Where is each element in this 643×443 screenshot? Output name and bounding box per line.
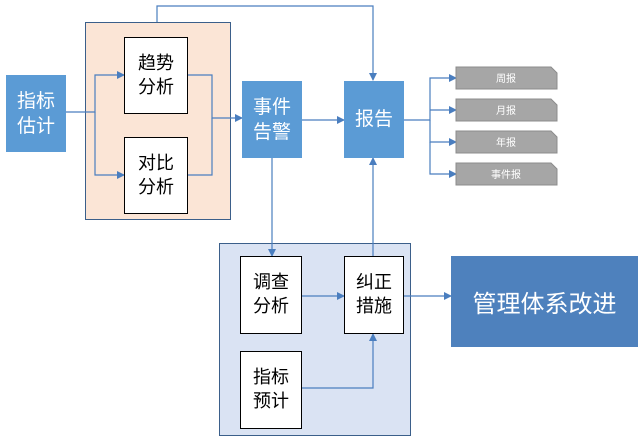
arrow-top-to-report (156, 5, 377, 81)
arrow-estimate-to-compare (94, 112, 125, 179)
arrow-report-to-event-report (429, 142, 457, 178)
node-management-improvement: 管理体系改进 (451, 256, 638, 347)
tag-monthly-label: 月报 (496, 104, 516, 117)
node-report: 报告 (344, 81, 404, 158)
arrow-report-to-yearly (429, 120, 457, 146)
arrow-compare-to-alarm (188, 118, 213, 176)
tag-weekly (455, 66, 558, 90)
node-investigate-analysis: 调查 分析 (240, 256, 302, 334)
tag-monthly (455, 98, 558, 122)
node-trend-analysis: 趋势 分析 (124, 37, 188, 114)
tag-yearly (455, 130, 558, 154)
arrow-report-to-types (404, 74, 457, 121)
node-corrective-measures: 纠正 措施 (344, 256, 404, 334)
node-compare-analysis: 对比 分析 (124, 137, 188, 214)
tag-weekly-label: 周报 (496, 72, 516, 85)
tag-event-report (455, 162, 558, 186)
tag-event-report-label: 事件报 (491, 168, 521, 181)
report-type-tags: 周报 月报 年报 事件报 (455, 66, 558, 186)
arrow-estimate-to-trend (85, 71, 125, 113)
arrow-forecast-to-measures (302, 333, 377, 389)
node-indicator-estimate: 指标 估计 (6, 75, 66, 152)
arrow-trend-to-alarm (188, 74, 243, 122)
node-indicator-forecast: 指标 预计 (240, 351, 302, 429)
tag-yearly-label: 年报 (496, 136, 516, 149)
node-event-alarm: 事件 告警 (242, 81, 302, 158)
